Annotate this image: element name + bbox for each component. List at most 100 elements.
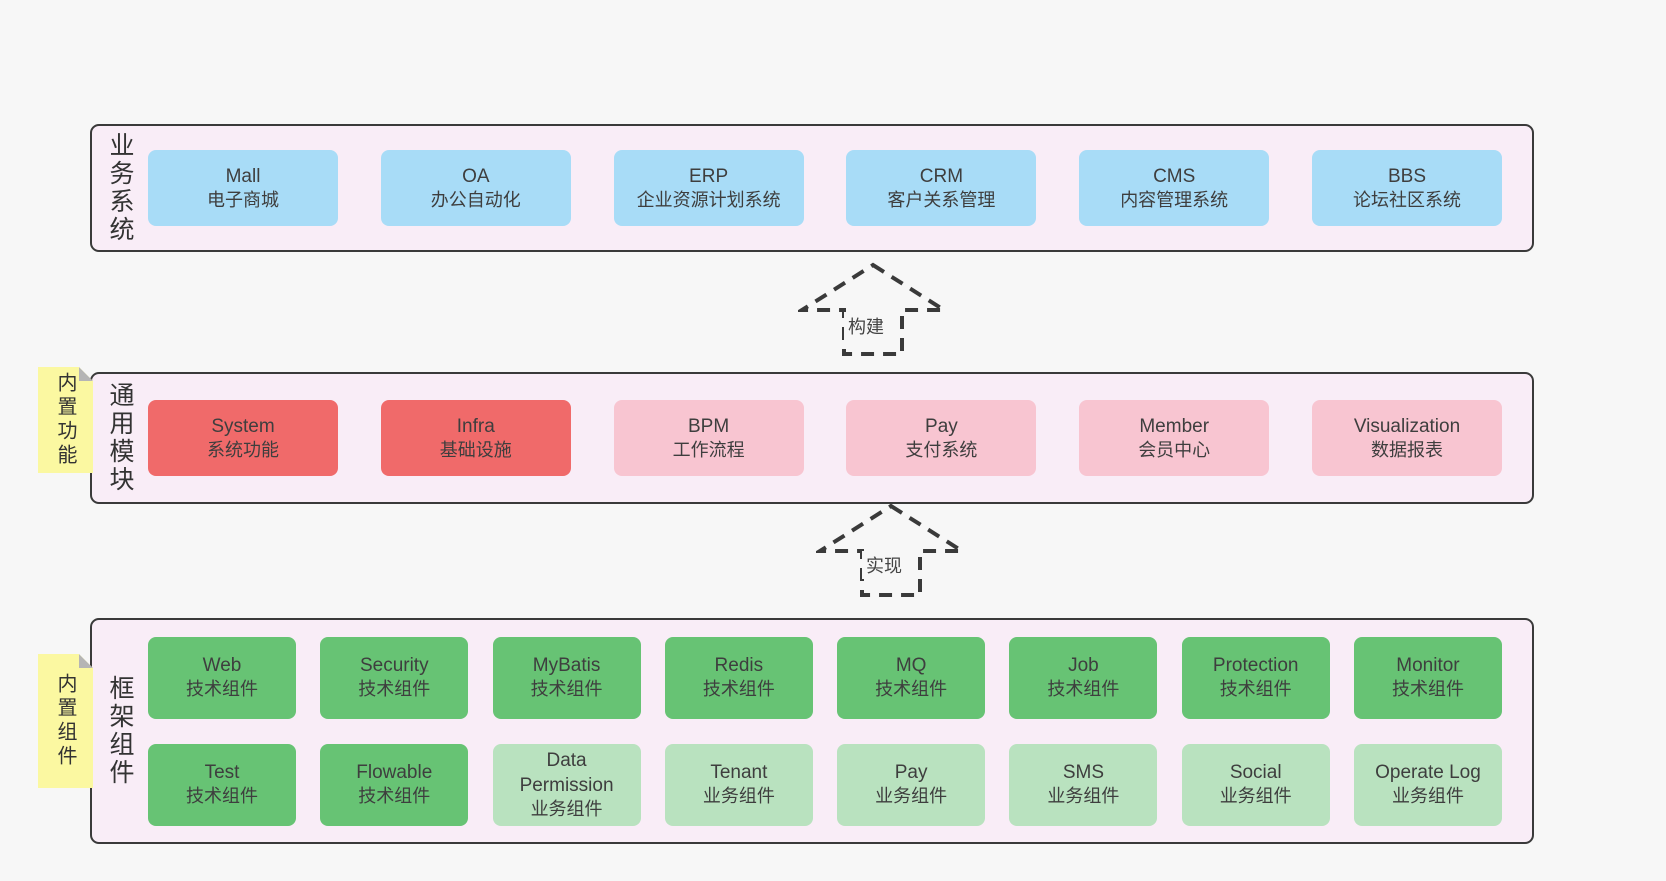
node-infra: Infra 基础设施 — [380, 400, 571, 476]
node-security-name: Security — [359, 655, 429, 677]
node-operate-log: Operate Log 业务组件 — [1353, 743, 1502, 826]
node-oa-name: OA — [462, 165, 490, 187]
node-pay-component-name: Pay — [894, 762, 928, 784]
band-framework-components-label: 框架组件 — [106, 675, 134, 787]
node-bbs-desc: 论坛社区系统 — [1352, 189, 1461, 210]
arrow-build-label: 构建 — [844, 312, 888, 340]
node-cms-name: CMS — [1153, 165, 1196, 187]
node-bbs-name: BBS — [1387, 165, 1426, 187]
up-arrow-implement-icon — [816, 503, 966, 598]
node-tenant: Tenant 业务组件 — [664, 743, 813, 826]
node-bpm-desc: 工作流程 — [672, 439, 745, 460]
node-tenant-name: Tenant — [710, 762, 768, 784]
node-erp-name: ERP — [689, 165, 729, 187]
arrow-implement-label: 实现 — [862, 551, 906, 579]
node-job-name: Job — [1068, 655, 1099, 677]
band-business-systems-boxes: Mall 电子商城 OA 办公自动化 ERP 企业资源计划系统 CRM 客户关系… — [148, 150, 1532, 226]
sticky-builtin-components: 内置组件 — [38, 654, 93, 788]
node-oa: OA 办公自动化 — [380, 150, 571, 226]
node-pay-component-desc: 业务组件 — [875, 786, 948, 807]
node-protection-desc: 技术组件 — [1219, 679, 1292, 700]
node-pay-module-name: Pay — [925, 415, 958, 437]
node-web-name: Web — [202, 655, 242, 677]
node-job: Job 技术组件 — [1009, 636, 1158, 719]
band-common-modules: 通用模块 System 系统功能 Infra 基础设施 BPM 工作流程 Pay… — [90, 372, 1534, 504]
node-member-name: Member — [1139, 415, 1210, 437]
node-member-desc: 会员中心 — [1138, 439, 1211, 460]
node-mall: Mall 电子商城 — [148, 150, 338, 226]
node-crm-name: CRM — [919, 165, 964, 187]
node-monitor: Monitor 技术组件 — [1353, 636, 1502, 719]
node-security-desc: 技术组件 — [358, 679, 431, 700]
node-visualization-name: Visualization — [1353, 415, 1461, 437]
node-mall-name: Mall — [225, 165, 261, 187]
node-protection: Protection 技术组件 — [1181, 636, 1330, 719]
band-framework-components-rows: Web 技术组件 Security 技术组件 MyBatis 技术组件 Redi… — [148, 636, 1532, 826]
band-business-systems-label: 业务系统 — [106, 132, 134, 244]
node-crm-desc: 客户关系管理 — [887, 189, 996, 210]
node-sms: SMS 业务组件 — [1009, 743, 1158, 826]
node-visualization-desc: 数据报表 — [1370, 439, 1443, 460]
band-framework-components: 框架组件 Web 技术组件 Security 技术组件 MyBatis 技术组件… — [90, 618, 1534, 844]
node-test-name: Test — [204, 762, 240, 784]
node-flowable: Flowable 技术组件 — [320, 743, 469, 826]
node-protection-name: Protection — [1212, 655, 1299, 677]
framework-row-2: Test 技术组件 Flowable 技术组件 Data Permission … — [148, 743, 1502, 826]
node-redis-desc: 技术组件 — [702, 679, 775, 700]
node-security: Security 技术组件 — [320, 636, 469, 719]
node-social-name: Social — [1229, 762, 1282, 784]
node-erp-desc: 企业资源计划系统 — [636, 189, 781, 210]
node-bpm-name: BPM — [688, 415, 730, 437]
node-bpm: BPM 工作流程 — [613, 400, 804, 476]
up-arrow-build-icon — [798, 262, 948, 357]
node-operate-log-name: Operate Log — [1375, 762, 1481, 784]
node-social: Social 业务组件 — [1181, 743, 1330, 826]
framework-row-1: Web 技术组件 Security 技术组件 MyBatis 技术组件 Redi… — [148, 636, 1502, 719]
node-mq: MQ 技术组件 — [837, 636, 986, 719]
node-mq-desc: 技术组件 — [875, 679, 948, 700]
node-mybatis-desc: 技术组件 — [530, 679, 603, 700]
node-erp: ERP 企业资源计划系统 — [613, 150, 804, 226]
node-sms-desc: 业务组件 — [1047, 786, 1120, 807]
node-pay-component: Pay 业务组件 — [837, 743, 986, 826]
node-operate-log-desc: 业务组件 — [1391, 786, 1464, 807]
node-system-desc: 系统功能 — [207, 439, 279, 460]
node-system-name: System — [211, 415, 275, 437]
node-monitor-desc: 技术组件 — [1391, 679, 1464, 700]
band-business-systems: 业务系统 Mall 电子商城 OA 办公自动化 ERP 企业资源计划系统 CRM… — [90, 124, 1534, 252]
node-member: Member 会员中心 — [1079, 400, 1270, 476]
node-infra-name: Infra — [456, 415, 495, 437]
node-flowable-name: Flowable — [356, 762, 433, 784]
node-test: Test 技术组件 — [148, 743, 296, 826]
node-mybatis-name: MyBatis — [532, 655, 601, 677]
node-bbs: BBS 论坛社区系统 — [1311, 150, 1502, 226]
node-test-desc: 技术组件 — [186, 786, 258, 807]
node-data-permission-name: Data Permission — [519, 749, 614, 796]
node-crm: CRM 客户关系管理 — [846, 150, 1037, 226]
sticky-builtin-features-label: 内置功能 — [54, 372, 76, 468]
node-social-desc: 业务组件 — [1219, 786, 1292, 807]
node-redis-name: Redis — [714, 655, 764, 677]
node-sms-name: SMS — [1062, 762, 1104, 784]
node-web-desc: 技术组件 — [186, 679, 258, 700]
node-visualization: Visualization 数据报表 — [1311, 400, 1502, 476]
node-mq-name: MQ — [895, 655, 927, 677]
band-common-modules-label: 通用模块 — [106, 382, 134, 494]
node-cms: CMS 内容管理系统 — [1079, 150, 1270, 226]
node-system: System 系统功能 — [148, 400, 338, 476]
node-pay-module-desc: 支付系统 — [905, 439, 978, 460]
node-tenant-desc: 业务组件 — [702, 786, 775, 807]
node-web: Web 技术组件 — [148, 636, 296, 719]
node-flowable-desc: 技术组件 — [358, 786, 431, 807]
sticky-builtin-components-label: 内置组件 — [54, 673, 76, 769]
node-infra-desc: 基础设施 — [439, 439, 512, 460]
node-mall-desc: 电子商城 — [207, 189, 279, 210]
node-redis: Redis 技术组件 — [664, 636, 813, 719]
node-monitor-name: Monitor — [1396, 655, 1460, 677]
node-data-permission: Data Permission 业务组件 — [492, 743, 641, 826]
node-data-permission-desc: 业务组件 — [530, 798, 603, 819]
node-pay-module: Pay 支付系统 — [846, 400, 1037, 476]
sticky-builtin-features: 内置功能 — [38, 367, 93, 473]
node-oa-desc: 办公自动化 — [430, 189, 521, 210]
